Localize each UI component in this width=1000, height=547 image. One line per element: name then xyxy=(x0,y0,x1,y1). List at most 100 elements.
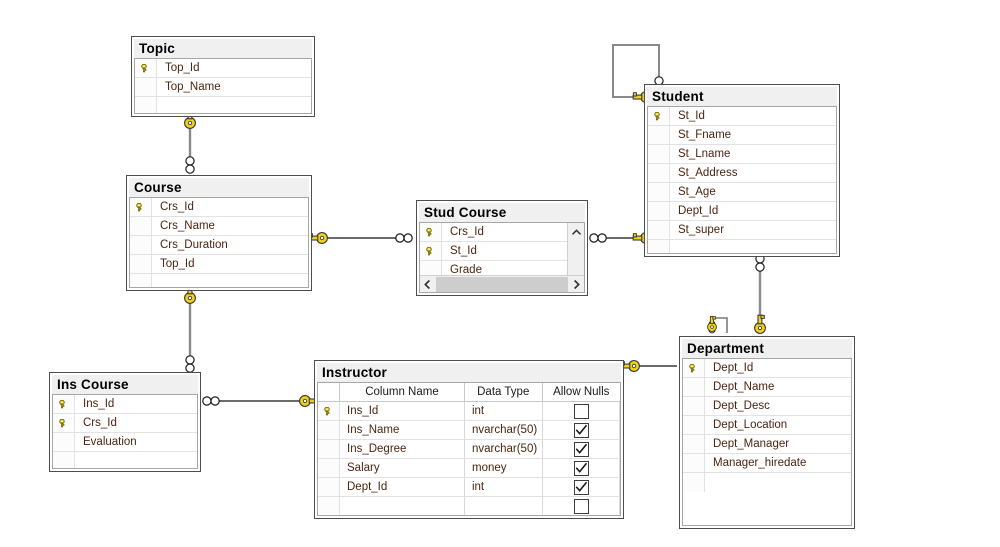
relationship-topic-course[interactable] xyxy=(184,109,196,174)
row-gutter xyxy=(53,433,75,451)
primary-key-icon xyxy=(420,242,442,260)
field-row-empty[interactable] xyxy=(130,274,308,287)
row-gutter xyxy=(130,255,152,273)
checkbox-checked[interactable] xyxy=(573,441,589,457)
grid-row[interactable] xyxy=(318,497,620,515)
row-gutter xyxy=(135,97,157,113)
checkbox-checked[interactable] xyxy=(573,479,589,495)
primary-key-icon xyxy=(648,107,670,125)
relationship-department-instructor[interactable] xyxy=(620,360,677,372)
field-name: Crs_Id xyxy=(83,417,117,429)
row-gutter xyxy=(683,454,705,472)
field-row[interactable]: Top_Id xyxy=(135,59,311,78)
relationship-department-self[interactable] xyxy=(707,316,728,334)
field-row[interactable]: Crs_Duration xyxy=(130,236,308,255)
grid-column-header[interactable]: Data Type xyxy=(465,383,543,401)
checkbox-checked[interactable] xyxy=(573,460,589,476)
cell-allow-nulls xyxy=(543,497,620,515)
field-row[interactable]: Crs_Id xyxy=(53,414,197,433)
row-gutter xyxy=(648,202,670,220)
cell-data-type[interactable]: int xyxy=(465,478,543,496)
cell-column-name[interactable]: Salary xyxy=(340,459,465,477)
row-gutter xyxy=(135,78,157,96)
field-row[interactable]: Dept_Location xyxy=(683,416,851,435)
scroll-up-icon[interactable] xyxy=(569,225,584,240)
field-row[interactable]: Dept_Desc xyxy=(683,397,851,416)
field-row[interactable]: Manager_hiredate xyxy=(683,454,851,473)
cell-column-name[interactable]: Ins_Degree xyxy=(340,440,465,458)
field-row[interactable]: Dept_Id xyxy=(648,202,836,221)
relationship-student-studcourse[interactable] xyxy=(589,232,652,244)
field-row[interactable]: Ins_Id xyxy=(53,395,197,414)
row-gutter xyxy=(683,378,705,396)
cell-column-name[interactable]: Ins_Id xyxy=(340,402,465,420)
cell-data-type[interactable]: int xyxy=(465,402,543,420)
cell-column-name[interactable]: Dept_Id xyxy=(340,478,465,496)
field-row[interactable]: Dept_Manager xyxy=(683,435,851,454)
checkbox-checked[interactable] xyxy=(573,422,589,438)
field-row[interactable]: Top_Id xyxy=(130,255,308,274)
cell-data-type[interactable]: nvarchar(50) xyxy=(465,440,543,458)
field-row[interactable]: Crs_Name xyxy=(130,217,308,236)
cell-data-type[interactable]: money xyxy=(465,459,543,477)
field-row-empty[interactable] xyxy=(683,473,851,492)
scroll-left-icon[interactable] xyxy=(420,277,435,292)
grid-column-header[interactable]: Allow Nulls xyxy=(553,386,610,398)
row-gutter xyxy=(648,240,670,253)
relationship-course-inscourse[interactable] xyxy=(184,284,196,373)
horizontal-scrollbar-thumb[interactable] xyxy=(436,276,568,292)
field-row[interactable]: Crs_Id xyxy=(420,223,567,242)
field-name: Top_Id xyxy=(165,62,200,74)
field-row[interactable]: St_Address xyxy=(648,164,836,183)
field-row[interactable]: St_Fname xyxy=(648,126,836,145)
grid-column-header[interactable]: Column Name xyxy=(340,383,465,401)
field-row-empty[interactable] xyxy=(53,452,197,468)
row-gutter xyxy=(648,126,670,144)
field-name: Crs_Duration xyxy=(160,239,228,251)
checkbox-unchecked[interactable] xyxy=(573,403,589,419)
relationship-instructor-inscourse[interactable] xyxy=(202,395,319,407)
scroll-right-icon[interactable] xyxy=(569,277,584,292)
cell-data-type[interactable] xyxy=(465,497,543,515)
field-row[interactable]: Evaluation xyxy=(53,433,197,452)
field-row[interactable]: Top_Name xyxy=(135,78,311,97)
field-row[interactable]: Crs_Id xyxy=(130,198,308,217)
cell-column-name[interactable]: Ins_Name xyxy=(340,421,465,439)
row-gutter xyxy=(318,497,340,515)
relationship-student-self[interactable] xyxy=(612,44,664,103)
cell-data-type[interactable]: nvarchar(50) xyxy=(465,421,543,439)
checkbox-unchecked[interactable] xyxy=(573,498,589,514)
field-name: Ins_Id xyxy=(83,398,115,410)
field-row[interactable]: Dept_Name xyxy=(683,378,851,397)
field-row[interactable]: Dept_Id xyxy=(683,359,851,378)
row-gutter xyxy=(648,145,670,163)
row-gutter xyxy=(648,164,670,182)
field-row[interactable]: St_Age xyxy=(648,183,836,202)
relationship-course-studcourse[interactable] xyxy=(308,232,413,244)
horizontal-scrollbar[interactable] xyxy=(420,275,584,292)
field-row[interactable]: St_Id xyxy=(648,107,836,126)
field-row[interactable]: St_Id xyxy=(420,242,567,261)
relationship-department-student[interactable] xyxy=(754,254,766,334)
field-row[interactable]: St_super xyxy=(648,221,836,240)
field-row[interactable]: Grade xyxy=(420,261,567,275)
cell-column-name[interactable] xyxy=(340,497,465,515)
field-row-empty[interactable] xyxy=(648,240,836,253)
field-row[interactable]: St_Lname xyxy=(648,145,836,164)
field-row-empty[interactable] xyxy=(135,97,311,113)
